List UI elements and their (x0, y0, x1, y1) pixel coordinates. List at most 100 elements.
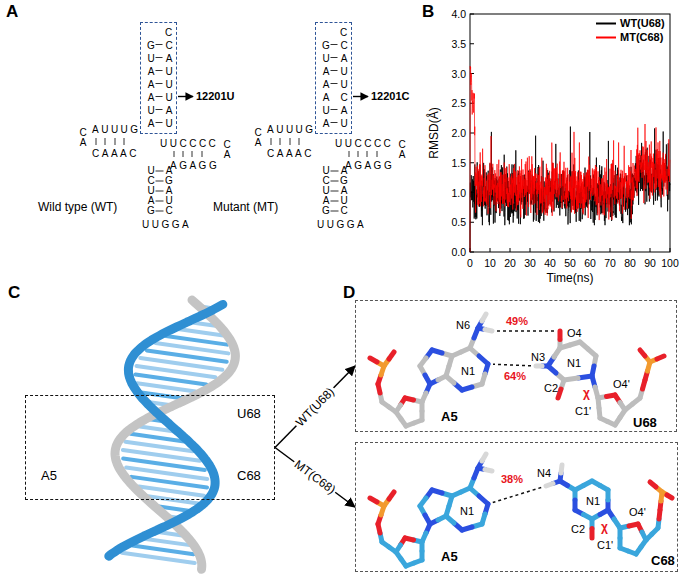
tick-label: 30 (524, 257, 536, 270)
tick (470, 133, 474, 134)
panel-letter: B (422, 2, 434, 22)
base-pair-rung (178, 329, 224, 335)
rmsd-trace (470, 66, 670, 252)
base-pair-bar (280, 138, 281, 145)
bond-stick (561, 465, 562, 473)
tick-label: 0.0 (438, 245, 466, 259)
panel-letter: C (8, 283, 20, 303)
tick (530, 248, 531, 252)
tick (570, 248, 571, 252)
sequence-column: CAUUCAU (339, 39, 349, 130)
base-pair-bar (192, 151, 193, 157)
tick-label: 1.5 (438, 156, 466, 170)
legend-line-sample (596, 23, 616, 25)
base-pair-bar (367, 151, 368, 157)
base-pair-bar (331, 57, 338, 58)
plot-frame (470, 14, 670, 252)
sequence-label: CA (397, 140, 407, 160)
base-pair-bar (358, 151, 359, 157)
sequence-label: UUCCCC (160, 138, 218, 149)
atom-label: N1 (461, 365, 475, 378)
base-pair-rung (139, 486, 204, 495)
atom-label: C (340, 26, 347, 39)
residue-label: A5 (441, 409, 458, 424)
axis-title: Time(ns) (547, 271, 594, 285)
base-pair-box: 49%O4N6N164%N3C2N1χO4'C1'A5U68 (355, 300, 677, 432)
connector-arrow (275, 448, 355, 508)
bond-stick (558, 389, 561, 398)
bond-stick (548, 366, 556, 373)
tick-label: 2.0 (438, 126, 466, 140)
bond-stick (640, 350, 645, 356)
bond-stick (546, 484, 553, 487)
acceptor-stem-box: CGUAAAUACAUUUAU (140, 22, 177, 134)
bond-stick (650, 482, 656, 487)
bond-stick (420, 542, 425, 551)
base-pair-bar (331, 70, 338, 71)
base-pair-bar (156, 83, 163, 84)
tick (510, 248, 511, 252)
sequence-label: AUUUG (267, 124, 316, 135)
tick (610, 248, 611, 252)
tick-label: 4.0 (438, 7, 466, 21)
bond-stick (370, 498, 377, 502)
sequence-label: CA (253, 128, 263, 148)
residue-label: U68 (237, 406, 261, 421)
atom-label: C (165, 26, 172, 39)
atom-label: C2 (544, 382, 558, 395)
mutation-label: 12201U (196, 90, 235, 103)
base-pair-rung (122, 553, 195, 563)
base-pair-bar (105, 138, 106, 145)
mutation-arrow (353, 96, 368, 97)
sequence-label: UUGGA (142, 219, 191, 230)
base-pair-bar (96, 138, 97, 145)
atom-label: N6 (456, 319, 470, 332)
legend-text: MT(C68) (620, 31, 663, 44)
bond-stick (389, 352, 394, 359)
atom-label: N1 (586, 495, 600, 508)
atom-label: N3 (531, 351, 545, 364)
tick-label: 60 (584, 257, 596, 270)
base-pair-bar (290, 138, 291, 145)
atom-label: N1 (460, 505, 474, 518)
atom-label: C2 (571, 523, 585, 536)
base-pair-bar (331, 122, 338, 123)
base-pair-bar (202, 151, 203, 157)
base-pair-bar (156, 109, 163, 110)
legend-line-sample (596, 37, 616, 39)
tick-label: 10 (484, 257, 496, 270)
base-pair-bar (349, 151, 350, 157)
tick (470, 252, 474, 253)
tick (470, 43, 474, 44)
base-pair-bar (156, 191, 164, 192)
atom-label: O4' (613, 378, 630, 391)
region-box: U68A5C68 (25, 395, 275, 500)
base-pair-bar (331, 191, 339, 192)
bond-stick (370, 358, 377, 362)
tick-label: 0.5 (438, 215, 466, 229)
tick-label: 3.5 (438, 37, 466, 51)
mutation-arrow (178, 96, 193, 97)
residue-label: U68 (633, 415, 657, 430)
tick-label: 2.5 (438, 96, 466, 110)
connector-arrow (275, 366, 355, 448)
atom-label: χ (601, 521, 608, 534)
base-pair-bar (377, 151, 378, 157)
sequence-label: UCUAG (146, 166, 156, 216)
sequence-label: AGAUC (339, 166, 349, 216)
bond-stick (575, 486, 584, 491)
base-pair-bar (331, 44, 338, 45)
tick (470, 14, 474, 15)
sequence-column: GUAAAUA (321, 39, 331, 130)
bond-stick (485, 470, 492, 472)
sequence-label: CA (222, 140, 232, 160)
tick-label: 3.0 (438, 67, 466, 81)
structure-caption: Mutant (MT) (213, 200, 278, 214)
base-pair-rung (132, 546, 193, 555)
tick-label: 1.0 (438, 186, 466, 200)
atom-label: χ (583, 387, 590, 400)
base-pair-bar (156, 211, 164, 212)
bond-stick (461, 348, 470, 352)
hydrogen-bond (493, 364, 531, 366)
